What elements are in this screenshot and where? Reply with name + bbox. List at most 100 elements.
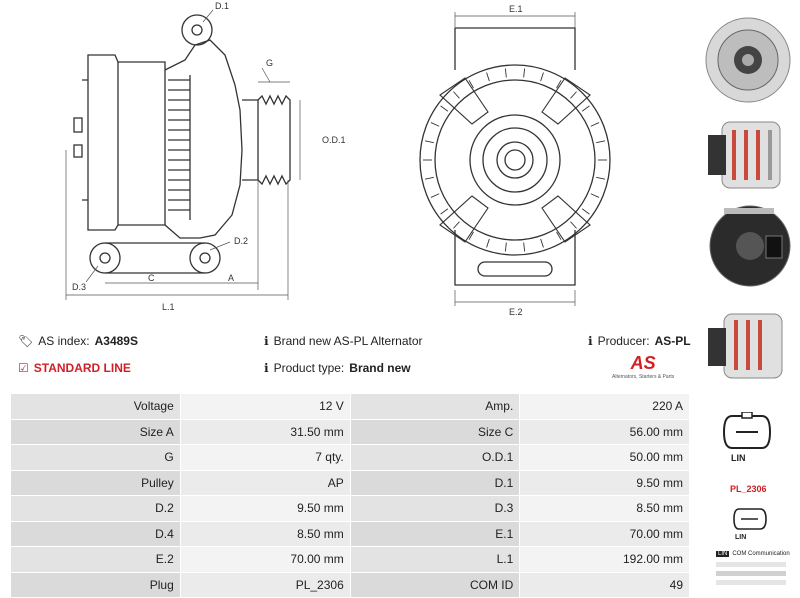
as-index-value: A3489S (94, 334, 138, 348)
checkbox-icon: ☑ (18, 361, 29, 375)
vent-slot (581, 105, 590, 112)
spec-label: Voltage (10, 393, 181, 420)
vent-slot (424, 140, 434, 144)
plug-label-lin: LIN (731, 453, 746, 463)
vent-slot (540, 72, 544, 82)
vent-slot (590, 193, 600, 198)
vent-slot (486, 72, 490, 82)
spec-value: 70.00 mm (179, 546, 351, 573)
info-icon: ℹ (588, 334, 593, 348)
spec-label: COM ID (349, 571, 521, 598)
vent-slot (453, 221, 460, 229)
spec-value: 220 A (519, 393, 690, 420)
photo-side-view (708, 121, 781, 189)
label-od1: O.D.1 (322, 135, 346, 145)
product-type: ℹ Product type: Brand new (264, 361, 411, 375)
photo-front-view (705, 17, 791, 103)
spec-value: AP (179, 469, 351, 496)
vent-slot (453, 91, 460, 99)
info-icon: ℹ (264, 361, 269, 375)
as-pl-logo: AS Alternators, Starters & Parts (612, 353, 674, 380)
spec-label: E.2 (10, 546, 181, 573)
product-photos (700, 0, 800, 598)
spec-value: 49 (519, 571, 690, 598)
vent-slot (570, 91, 577, 99)
spec-value: 8.50 mm (519, 495, 690, 522)
standard-line-label: STANDARD LINE (33, 361, 131, 375)
vent-slot (430, 122, 440, 127)
spec-value: 7 qty. (179, 444, 351, 471)
spec-label: Pulley (10, 469, 181, 496)
vent-slot (523, 242, 526, 252)
logo-mark: AS (630, 353, 656, 373)
technical-drawing: D.1 G O.D.1 D.2 D.3 C A L.1 E.1 E.2 (65, 1, 611, 317)
spec-value: 9.50 mm (519, 469, 690, 496)
vent-slot (540, 238, 544, 248)
spec-label: Size A (10, 418, 181, 445)
lin-description: COM Communication (732, 551, 790, 557)
plug-connector-small-icon (733, 508, 767, 530)
spec-label: D.3 (349, 495, 521, 522)
spec-label: Plug (10, 571, 181, 598)
spec-value: 12 V (179, 393, 351, 420)
product-info: 🏷 AS index: A3489S ☑ STANDARD LINE ℹ Bra… (0, 328, 700, 390)
producer-value: AS-PL (654, 334, 691, 348)
vent-slot (440, 105, 449, 112)
vent-slot (556, 231, 562, 240)
vent-slot (504, 68, 507, 78)
photo-rear-view (709, 205, 791, 287)
label-e1: E.1 (509, 4, 523, 14)
spec-value: 70.00 mm (519, 520, 690, 547)
vent-slot (523, 68, 526, 78)
spec-value: 31.50 mm (179, 418, 351, 445)
vent-slot (556, 80, 562, 89)
product-type-label: Product type: (273, 361, 345, 375)
spec-label: L.1 (349, 546, 521, 573)
vent-slot (486, 238, 490, 248)
plug-label-lin-2: LIN (735, 534, 747, 541)
info-icon: ℹ (264, 334, 269, 348)
vent-slot (468, 80, 474, 89)
vent-slot (596, 140, 606, 144)
vent-slot (468, 231, 474, 240)
as-index-label: AS index: (38, 334, 90, 348)
plug-connector-icon (722, 412, 772, 449)
label-d2: D.2 (234, 236, 248, 246)
label-e2: E.2 (509, 307, 523, 317)
legend-stripe (716, 562, 786, 567)
vent-slot (424, 176, 434, 180)
brand-new-text: Brand new AS-PL Alternator (273, 334, 423, 348)
brand-new-note: ℹ Brand new AS-PL Alternator (264, 334, 423, 348)
product-type-value: Brand new (349, 361, 411, 375)
standard-line: ☑ STANDARD LINE (18, 361, 131, 375)
photo-side-view-2 (708, 313, 783, 379)
legend-stripe (716, 571, 786, 576)
spec-value: 9.50 mm (179, 495, 351, 522)
spec-value: 192.00 mm (519, 546, 690, 573)
producer: ℹ Producer: AS-PL (588, 334, 691, 348)
legend-stripe (716, 580, 786, 585)
spec-value: PL_2306 (179, 571, 351, 598)
spec-label: E.1 (349, 520, 521, 547)
spec-label: Size C (349, 418, 521, 445)
label-l1: L.1 (162, 302, 175, 312)
vent-slot (596, 176, 606, 180)
plug-code: PL_2306 (730, 484, 767, 494)
label-a: A (228, 273, 234, 283)
vent-slot (504, 242, 507, 252)
spec-label: Amp. (349, 393, 521, 420)
label-g: G (266, 58, 273, 68)
as-index: 🏷 AS index: A3489S (18, 334, 138, 348)
vent-slot (570, 221, 577, 229)
vent-slot (440, 208, 449, 215)
vent-slot (581, 208, 590, 215)
lin-legend: LIN COM Communication (716, 551, 790, 557)
